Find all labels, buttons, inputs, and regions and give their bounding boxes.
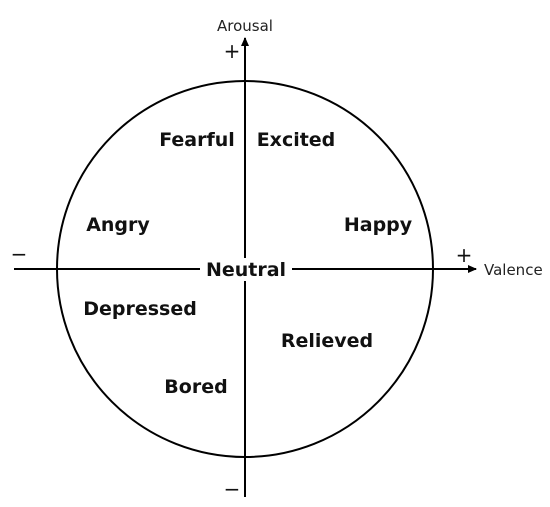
emotion-label-neutral: Neutral [206,259,286,281]
arousal-positive-sign: + [224,39,241,63]
arousal-axis-label: Arousal [217,17,273,35]
emotion-label-bored: Bored [164,376,227,398]
emotion-label-excited: Excited [257,129,336,151]
valence-negative-sign: − [11,242,28,266]
emotion-label-fearful: Fearful [159,129,235,151]
emotion-label-happy: Happy [344,214,413,236]
emotion-label-depressed: Depressed [83,298,197,320]
valence-axis-label: Valence [484,261,543,279]
emotion-label-relieved: Relieved [281,330,373,352]
arousal-negative-sign: − [224,477,241,501]
valence-positive-sign: + [456,243,473,267]
emotion-label-angry: Angry [86,214,150,236]
